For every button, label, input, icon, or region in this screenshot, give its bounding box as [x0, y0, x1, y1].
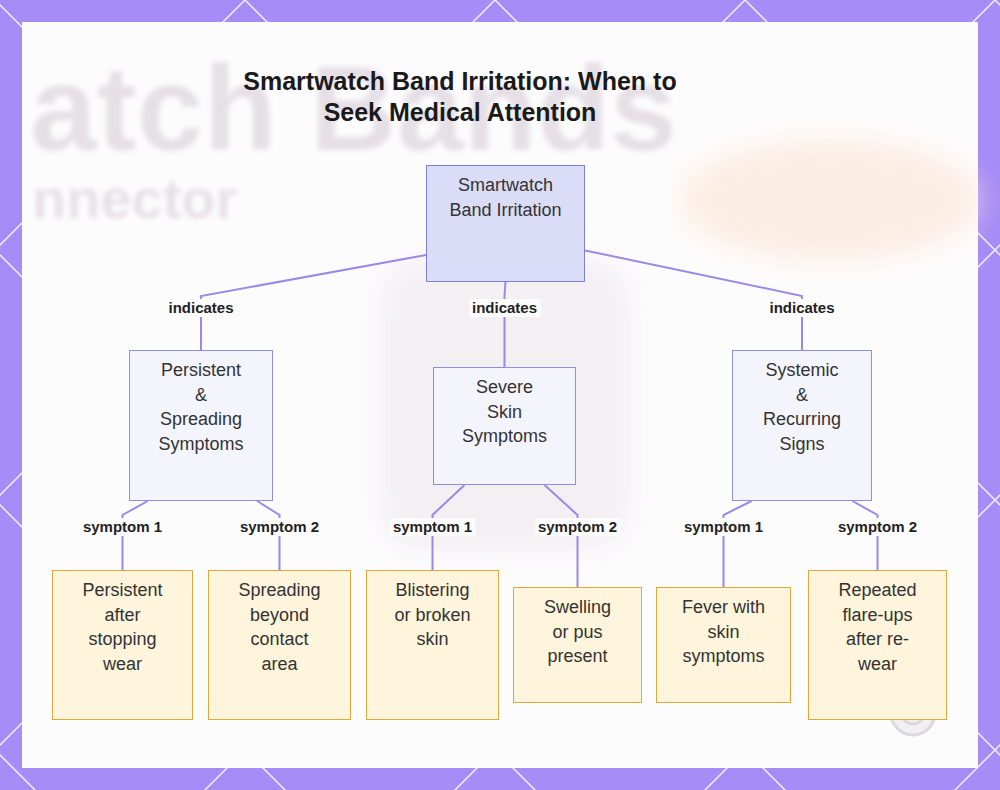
symptom-box: Repeated flare-ups after re-wear	[808, 570, 947, 720]
edge-label: symptom 1	[80, 518, 165, 536]
node-label: Repeated flare-ups after re-wear	[833, 578, 923, 676]
node-label: Fever with skin symptoms	[679, 595, 769, 669]
edge-label: symptom 1	[681, 518, 766, 536]
edge-label: indicates	[766, 299, 837, 317]
edge-label: symptom 2	[535, 518, 620, 536]
category-box: Systemic & Recurring Signs	[732, 350, 872, 501]
edge-label: symptom 2	[237, 518, 322, 536]
connector-line	[724, 501, 752, 587]
category-box: Persistent & Spreading Symptoms	[129, 350, 273, 501]
symptom-box: Fever with skin symptoms	[656, 587, 791, 703]
symptom-box: Swelling or pus present	[513, 587, 642, 703]
edge-label: symptom 2	[835, 518, 920, 536]
node-label: Persistent after stopping wear	[78, 578, 168, 676]
diagram-title: Smartwatch Band Irritation: When to Seek…	[230, 66, 690, 128]
node-label: Systemic & Recurring Signs	[758, 358, 846, 456]
node-label: Swelling or pus present	[538, 595, 618, 669]
edge-label: indicates	[165, 299, 236, 317]
node-label: Spreading beyond contact area	[235, 578, 325, 676]
connector-line	[505, 282, 506, 367]
panel	[22, 22, 978, 768]
background-watch	[380, 260, 630, 550]
symptom-box: Blistering or broken skin	[366, 570, 499, 720]
symptom-box: Spreading beyond contact area	[208, 570, 351, 720]
connector-line	[545, 485, 578, 587]
edge-label: symptom 1	[390, 518, 475, 536]
watermark-text: nnector	[32, 168, 237, 230]
node-label: Persistent & Spreading Symptoms	[157, 358, 245, 456]
node-label: Blistering or broken skin	[388, 578, 478, 652]
root-box: Smartwatch Band Irritation	[426, 165, 585, 282]
node-label: Smartwatch Band Irritation	[438, 173, 573, 222]
symptom-box: Persistent after stopping wear	[52, 570, 193, 720]
node-label: Severe Skin Symptoms	[461, 375, 549, 449]
background-blur	[680, 140, 980, 260]
category-box: Severe Skin Symptoms	[433, 367, 576, 485]
edge-label: indicates	[469, 299, 540, 317]
